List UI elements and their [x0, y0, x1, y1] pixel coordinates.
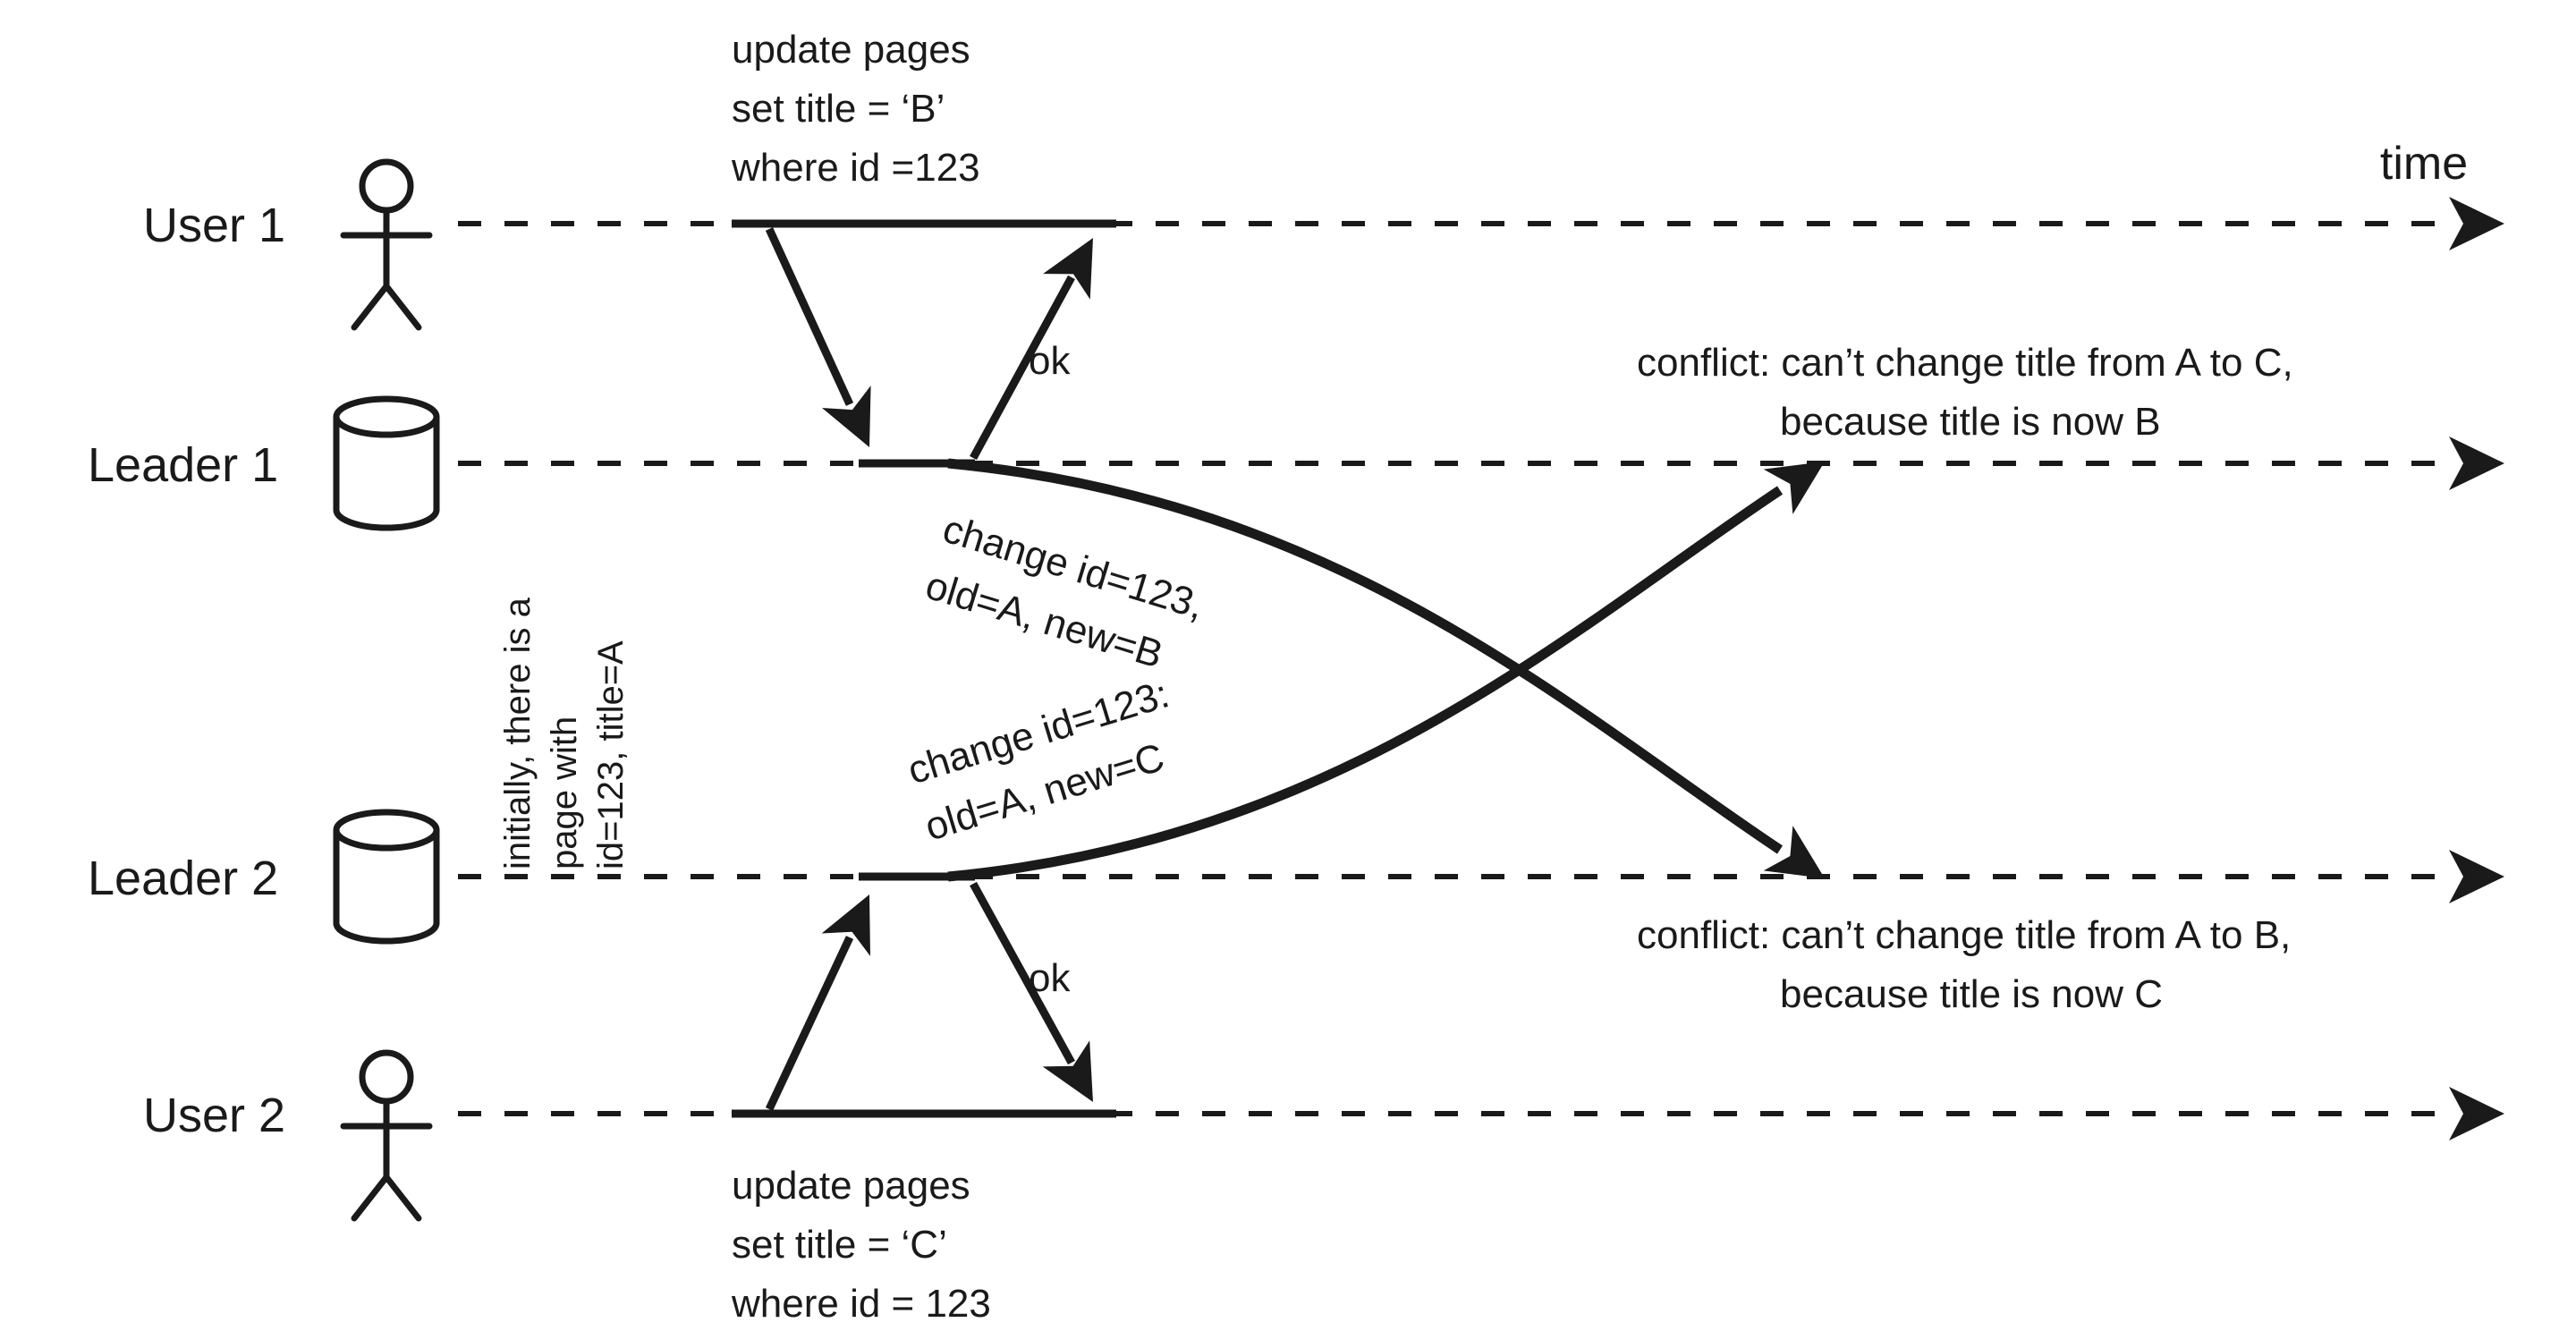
note-top-query-line1: update pages — [732, 28, 970, 72]
lifeline-arrowhead-leader2 — [2449, 850, 2504, 903]
note-initial-state-line3: id=123, title=A — [591, 640, 631, 869]
conflict-leader2-line2: because title is now C — [1780, 972, 2163, 1016]
lane-user1: User 1 — [143, 158, 2504, 331]
arrowhead — [1763, 826, 1840, 902]
conflict-leader2-line1: conflict: can’t change title from A to B… — [1637, 913, 2291, 957]
lane-user2: User 2 — [143, 1049, 2504, 1222]
note-bottom-query-line3: where id = 123 — [731, 1282, 991, 1326]
message-label-ok-bottom: ok — [1029, 956, 1071, 1000]
note-top-query: update pages set title = ‘B’ where id =1… — [731, 28, 980, 190]
lane-label-leader1: Leader 1 — [88, 438, 278, 492]
lane-label-user1: User 1 — [143, 199, 285, 252]
lane-label-user2: User 2 — [143, 1089, 285, 1142]
note-bottom-query-line2: set title = ‘C’ — [732, 1223, 947, 1267]
lifeline-arrowhead-leader1 — [2449, 437, 2504, 490]
conflict-note-leader2: conflict: can’t change title from A to B… — [1637, 913, 2291, 1016]
arrowhead — [1042, 1040, 1117, 1115]
lifeline-arrowhead-user2 — [2449, 1087, 2504, 1140]
arrowhead — [1043, 225, 1117, 300]
note-bottom-query: update pages set title = ‘C’ where id = … — [731, 1164, 991, 1326]
stick-figure-icon — [340, 158, 433, 331]
note-top-query-line3: where id =123 — [731, 146, 980, 190]
note-initial-state-line2: page with — [545, 716, 584, 869]
database-cylinder-icon — [333, 395, 440, 531]
message-user1-to-leader1 — [765, 227, 894, 459]
replication-curve-leader2-to-leader1 — [947, 438, 1840, 882]
arrowhead — [821, 386, 894, 459]
message-leader1-to-user1-ok: ok — [970, 225, 1117, 461]
message-label-replicate-c: change id=123: old=A, new=C — [902, 672, 1174, 849]
time-axis-label: time — [2380, 138, 2468, 190]
lifeline-arrowhead-user1 — [2449, 197, 2504, 250]
replication-curve-leader1-to-leader2 — [947, 458, 1840, 902]
note-initial-state-line1: initially, there is a — [498, 597, 538, 869]
arrowhead — [1763, 438, 1840, 514]
note-initial-state: initially, there is a page with id=123, … — [498, 597, 631, 869]
message-label-replicate-b: change id=123, old=A, new=B — [920, 507, 1209, 677]
message-label-ok-top: ok — [1029, 339, 1071, 383]
conflict-leader1-line2: because title is now B — [1780, 400, 2161, 444]
conflict-note-leader1: conflict: can’t change title from A to C… — [1637, 341, 2293, 444]
lane-label-leader2: Leader 2 — [88, 852, 278, 905]
message-user2-to-leader2 — [765, 883, 894, 1111]
database-cylinder-icon — [333, 809, 440, 945]
stick-figure-icon — [340, 1049, 433, 1222]
lane-leader2: Leader 2 — [88, 809, 2504, 945]
note-bottom-query-line1: update pages — [732, 1164, 970, 1208]
note-top-query-line2: set title = ‘B’ — [732, 87, 945, 131]
conflict-leader1-line1: conflict: can’t change title from A to C… — [1637, 341, 2293, 385]
arrowhead — [821, 883, 894, 956]
message-leader2-to-user2-ok: ok — [970, 881, 1117, 1115]
